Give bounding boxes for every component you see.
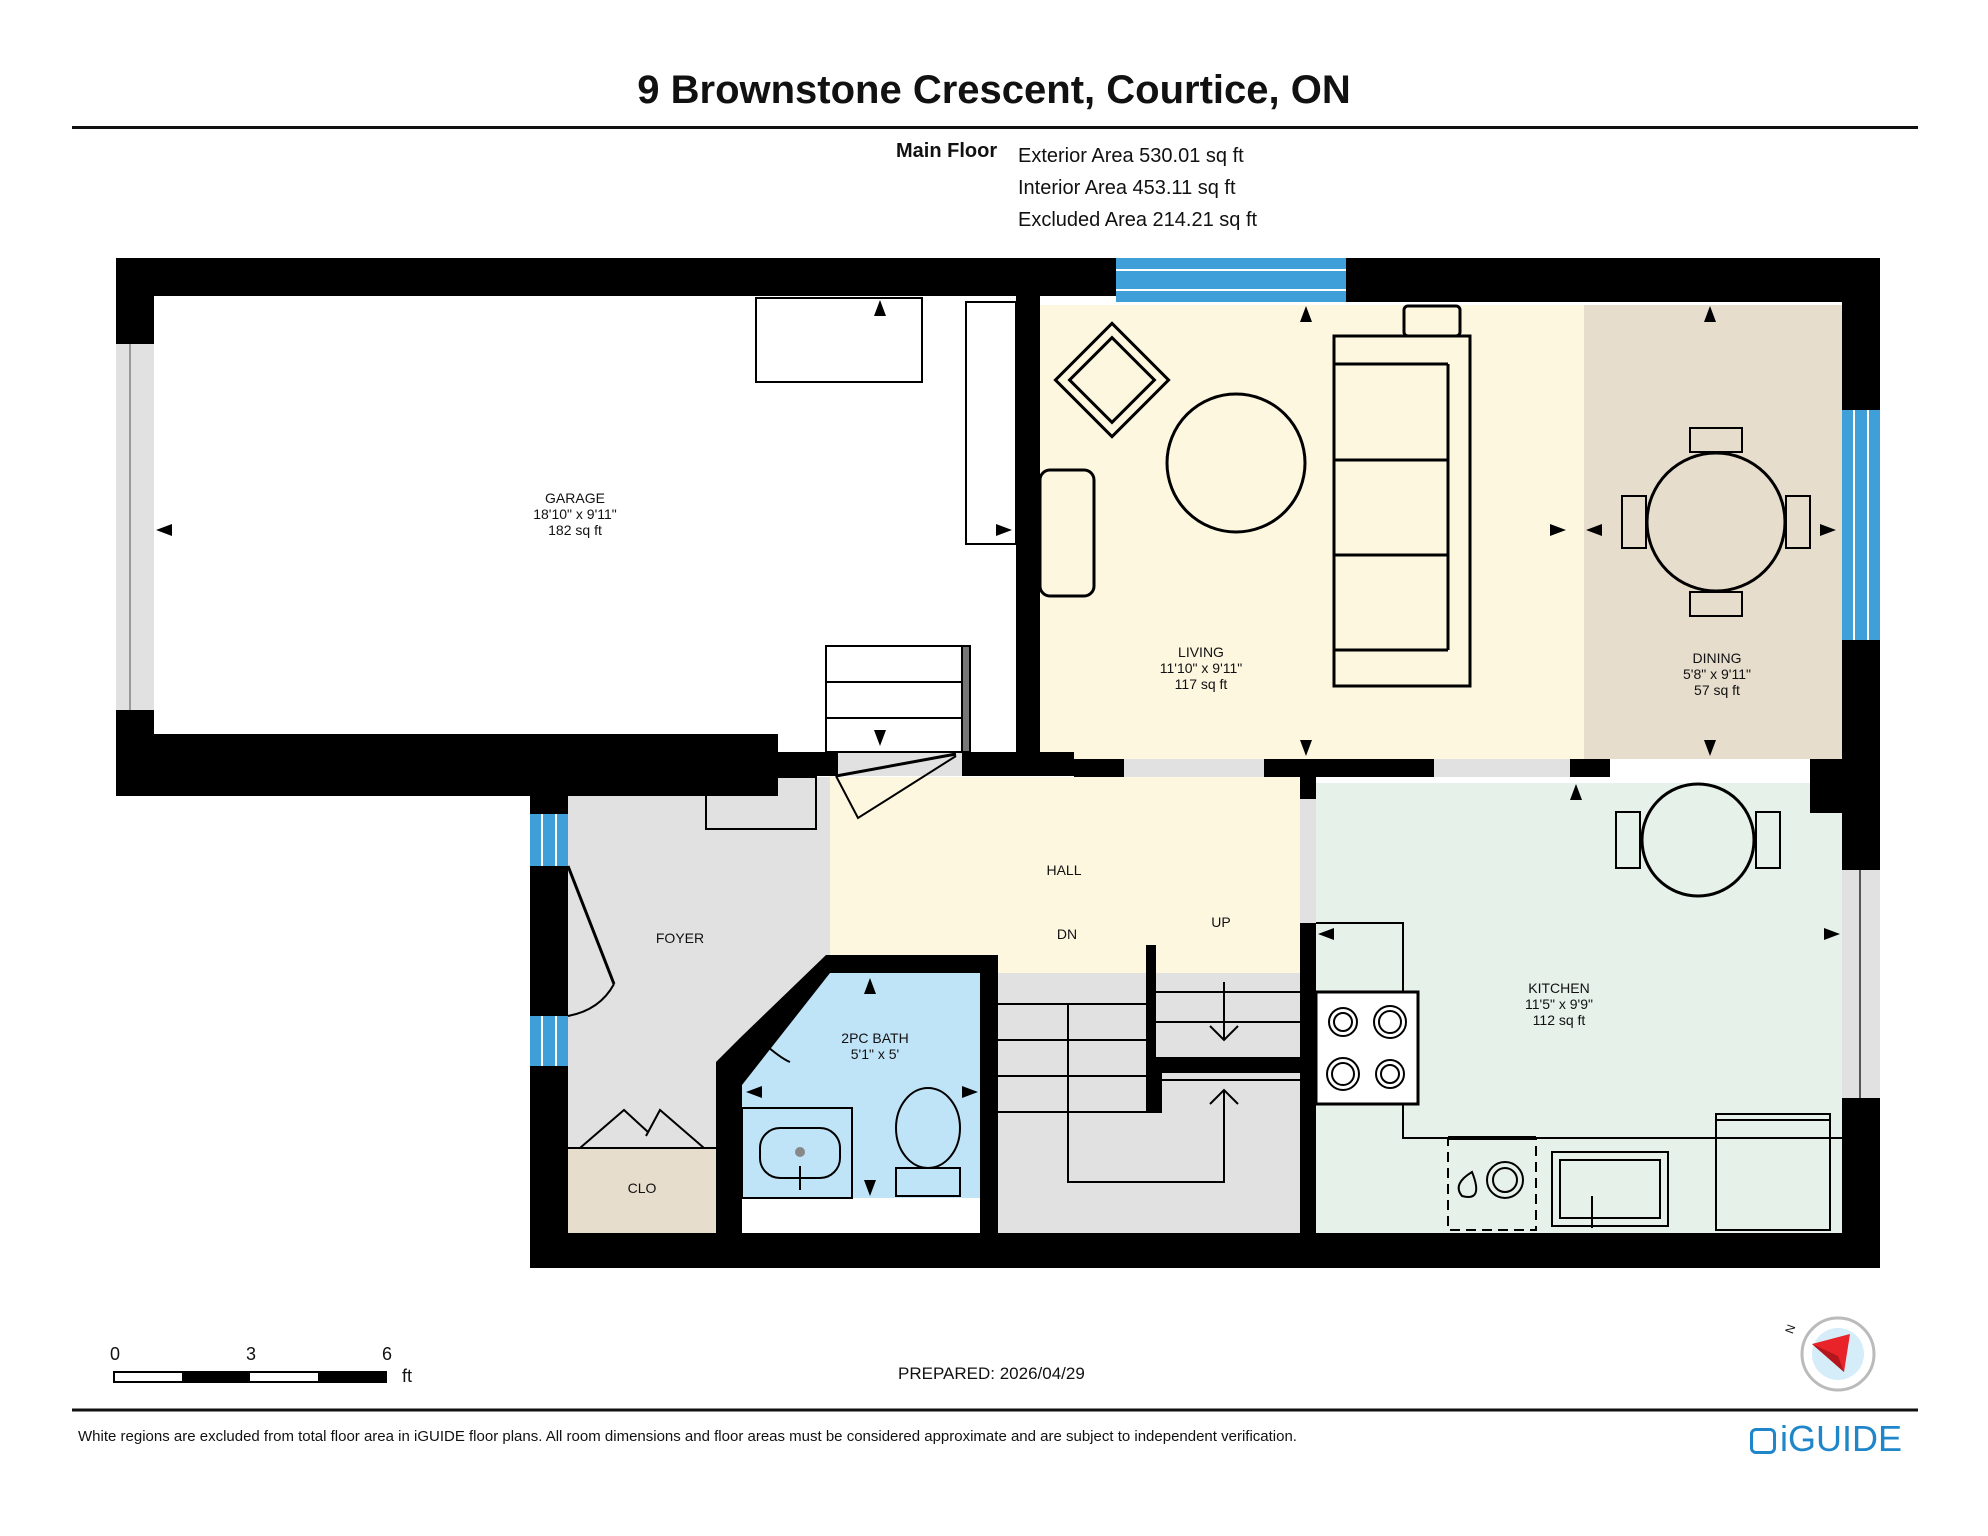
- garage-name: GARAGE: [545, 490, 605, 506]
- excluded-area: Excluded Area 214.21 sq ft: [1018, 209, 1258, 231]
- garage-fixtures: [755, 297, 1017, 753]
- closet-fill: [567, 1148, 715, 1233]
- bath-fixtures: [741, 1087, 961, 1199]
- living-furniture: [1038, 304, 1472, 688]
- scale-tick-6: 6: [382, 1344, 393, 1364]
- floor-name: Main Floor: [896, 140, 998, 162]
- kitchen-area: 112 sq ft: [1532, 1012, 1586, 1028]
- brand-name: iGUIDE: [1780, 1418, 1903, 1459]
- walls: [116, 258, 1880, 1268]
- scale-tick-3: 3: [246, 1344, 257, 1364]
- doors: [566, 752, 957, 1149]
- living-area: 117 sq ft: [1174, 676, 1228, 692]
- bath-label: 2PC BATH 5'1" x 5': [820, 1030, 930, 1062]
- dining-area: 57 sq ft: [1694, 682, 1740, 698]
- dimension-arrows: [156, 300, 1840, 1196]
- scale-tick-0: 0: [110, 1344, 121, 1364]
- dining-furniture: [1621, 427, 1811, 617]
- living-dims: 11'10" x 9'11": [1159, 660, 1243, 676]
- stairs-up-label: UP: [1211, 914, 1231, 930]
- scale-unit: ft: [402, 1366, 413, 1386]
- hall-fill: [830, 777, 1300, 973]
- dining-dims: 5'8" x 9'11": [1683, 666, 1751, 682]
- kitchen-label: KITCHEN 11'5" x 9'9" 112 sq ft: [1504, 980, 1614, 1028]
- page-title: 9 Brownstone Crescent, Courtice, ON: [637, 68, 1351, 112]
- exterior-area: Exterior Area 530.01 sq ft: [1018, 145, 1244, 167]
- iguide-logo-icon: [1750, 1428, 1776, 1454]
- living-room-fill: [1040, 305, 1584, 759]
- stairs: [996, 982, 1300, 1183]
- kitchen-fixtures: [1314, 782, 1842, 1231]
- brand-logo: iGUIDE: [1750, 1418, 1902, 1460]
- scale-bar: [113, 1371, 387, 1383]
- stairs-down-label: DN: [1056, 926, 1078, 942]
- kitchen-name: KITCHEN: [1528, 980, 1590, 996]
- compass-icon: [1800, 1316, 1876, 1392]
- garage-label: GARAGE 18'10" x 9'11" 182 sq ft: [520, 490, 630, 538]
- dining-name: DINING: [1692, 650, 1742, 666]
- interior-area: Interior Area 453.11 sq ft: [1018, 177, 1236, 199]
- kitchen-dims: 11'5" x 9'9": [1525, 996, 1593, 1012]
- dining-label: DINING 5'8" x 9'11" 57 sq ft: [1662, 650, 1772, 698]
- bath-fill: [742, 963, 980, 1198]
- area-summary: Exterior Area 530.01 sq ft Interior Area…: [1018, 140, 1257, 236]
- hall-name: HALL: [1046, 862, 1082, 878]
- bath-name: 2PC BATH: [841, 1030, 909, 1046]
- closet-name: CLO: [627, 1180, 657, 1196]
- living-name: LIVING: [1178, 644, 1224, 660]
- disclaimer: White regions are excluded from total fl…: [78, 1428, 1297, 1445]
- bath-dims: 5'1" x 5': [850, 1046, 900, 1062]
- garage-area: 182 sq ft: [548, 522, 602, 538]
- header-divider: [72, 126, 1918, 129]
- garage-dims: 18'10" x 9'11": [533, 506, 617, 522]
- living-label: LIVING 11'10" x 9'11" 117 sq ft: [1146, 644, 1256, 692]
- dining-room-fill: [1584, 305, 1842, 759]
- prepared-date: PREPARED: 2026/04/29: [898, 1364, 1085, 1383]
- foyer-name: FOYER: [655, 930, 705, 946]
- windows: [530, 258, 1880, 1066]
